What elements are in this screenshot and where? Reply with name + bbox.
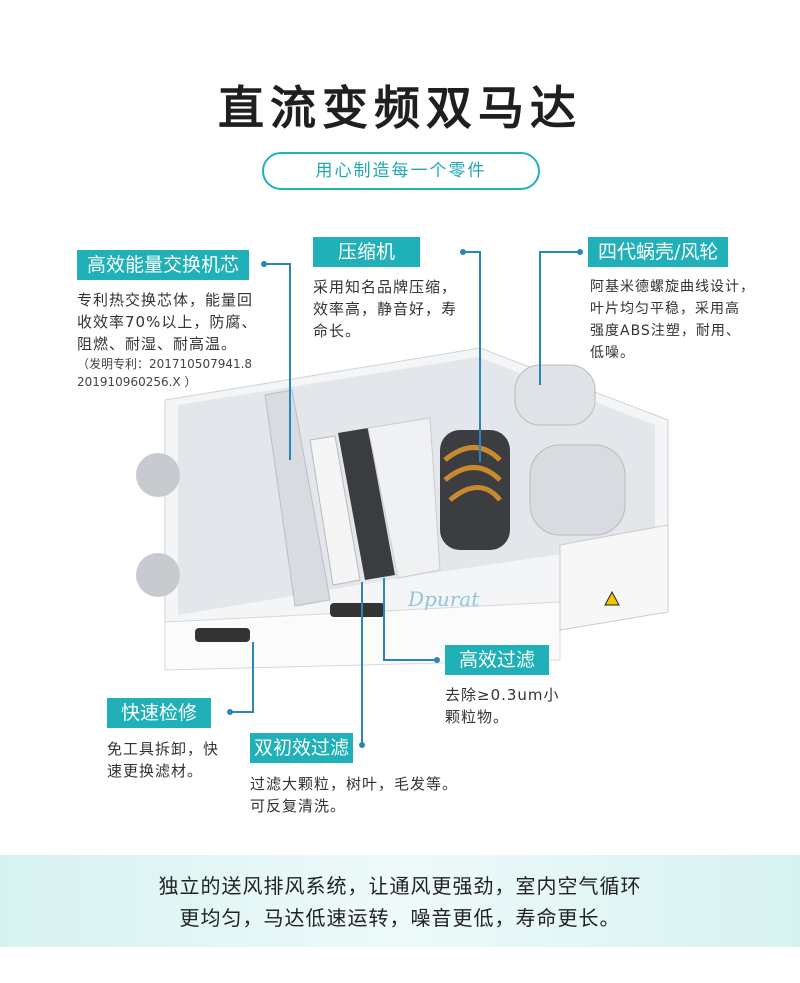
- access-handle-right: [330, 603, 385, 617]
- desc-line: 免工具拆卸，快: [107, 740, 220, 758]
- desc-line: 效率高，静音好，寿: [313, 300, 458, 318]
- heat-exchanger-core: [264, 389, 331, 607]
- desc-line: 采用知名品牌压缩，: [313, 278, 458, 296]
- desc-line: 强度ABS注塑，耐用、: [590, 323, 741, 339]
- primary-filter: [309, 435, 361, 586]
- footer-band: [0, 855, 800, 947]
- desc-line: 阿基米德螺旋曲线设计，: [590, 279, 755, 295]
- leader-lines: [230, 251, 580, 745]
- desc-line: 低噪。: [590, 345, 635, 361]
- warning-sign-icon: [604, 590, 620, 606]
- feature-label-hepa: 高效过滤: [445, 645, 550, 675]
- footer-text: 独立的送风排风系统，让通风更强劲，室内空气循环 更均匀，马达低速运转，噪音更低，…: [0, 870, 800, 934]
- subtitle-pill: 用心制造每一个零件: [262, 152, 540, 190]
- desc-line: 收效率70%以上，防腐、: [77, 313, 258, 331]
- footer-line: 独立的送风排风系统，让通风更强劲，室内空气循环: [158, 874, 642, 898]
- filter-cover: [367, 417, 441, 579]
- duct-port-upper: [136, 453, 180, 497]
- footer-line: 更均匀，马达低速运转，噪音更低，寿命更长。: [179, 906, 621, 930]
- feature-label-heat-exchanger: 高效能量交换机芯: [77, 250, 250, 280]
- feature-label-maintenance: 快速检修: [107, 698, 212, 728]
- desc-line: 命长。: [313, 322, 362, 340]
- access-handle-left: [195, 628, 250, 642]
- leader-dots: [227, 249, 583, 748]
- feature-label-primary-filter: 双初效过滤: [250, 733, 354, 763]
- desc-line: 过滤大颗粒，树叶，毛发等。: [250, 775, 459, 793]
- page-title: 直流变频双马达: [218, 81, 582, 135]
- feature-desc-compressor: 采用知名品牌压缩， 效率高，静音好，寿 命长。: [313, 276, 457, 342]
- feature-label-compressor: 压缩机: [313, 237, 421, 267]
- desc-line: 叶片均匀平稳，采用高: [590, 301, 740, 317]
- feature-desc-fan: 阿基米德螺旋曲线设计， 叶片均匀平稳，采用高 强度ABS注塑，耐用、 低噪。: [590, 276, 755, 364]
- patent-note: （发明专利：201710507941.8: [77, 357, 253, 371]
- desc-line: 速更换滤材。: [107, 762, 204, 780]
- feature-desc-maintenance: 免工具拆卸，快 速更换滤材。: [107, 738, 219, 782]
- brand-logo: Dpurat: [407, 587, 480, 611]
- desc-line: 颗粒物。: [445, 708, 510, 726]
- fan-lower: [529, 444, 626, 536]
- desc-line: 阻燃、耐湿、耐高温。: [77, 335, 238, 353]
- patent-note: 201910960256.X ）: [77, 375, 197, 389]
- duct-port-lower: [136, 553, 180, 597]
- fan-upper: [514, 364, 596, 426]
- feature-desc-primary-filter: 过滤大颗粒，树叶，毛发等。 可反复清洗。: [250, 773, 458, 817]
- hepa-filter: [338, 428, 395, 580]
- feature-label-fan: 四代蜗壳/风轮: [588, 237, 729, 267]
- feature-desc-hepa: 去除≥0.3um小 颗粒物。: [445, 684, 560, 728]
- desc-line: 去除≥0.3um小: [445, 686, 560, 704]
- desc-line: 可反复清洗。: [250, 797, 347, 815]
- feature-desc-heat-exchanger: 专利热交换芯体，能量回 收效率70%以上，防腐、 阻燃、耐湿、耐高温。 （发明专…: [77, 289, 257, 391]
- desc-line: 专利热交换芯体，能量回: [77, 291, 254, 309]
- copper-coil: [443, 445, 502, 502]
- electrical-box: [559, 524, 669, 631]
